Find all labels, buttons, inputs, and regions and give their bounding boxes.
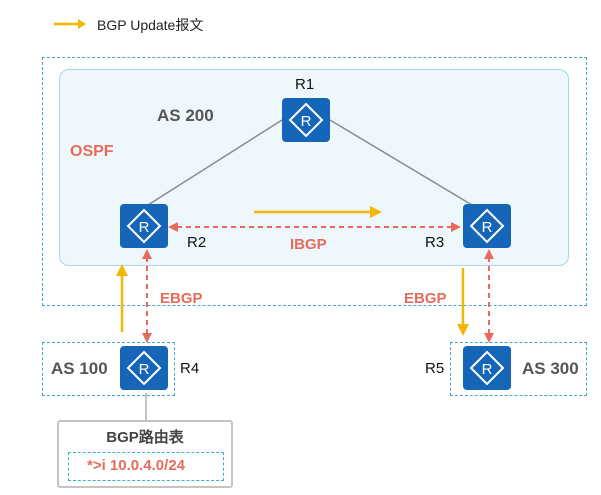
router-icon: R (469, 208, 505, 244)
bgp-route-entry: *>i 10.0.4.0/24 (68, 452, 224, 481)
router-r2-label: R2 (187, 234, 207, 251)
bgp-routing-table: BGP路由表 *>i 10.0.4.0/24 (57, 420, 233, 488)
ebgp-left-arrowhead-bottom (142, 333, 152, 343)
ibgp-label: IBGP (290, 236, 327, 253)
legend-label: BGP Update报文 (97, 17, 204, 33)
svg-text:R: R (301, 113, 312, 130)
ebgp-left-arrowhead-top (142, 249, 152, 259)
ebgp-left-label: EBGP (160, 290, 203, 307)
ebgp-right-label: EBGP (404, 290, 447, 307)
ospf-label: OSPF (70, 143, 114, 160)
router-r1[interactable]: R (282, 98, 330, 142)
legend-arrow-icon (54, 19, 86, 29)
link-r1-r2 (147, 119, 283, 206)
as100-boundary (42, 342, 175, 396)
ibgp-arrowhead-left (168, 222, 178, 232)
link-r1-r3 (329, 119, 473, 206)
router-icon: R (126, 208, 162, 244)
svg-text:R: R (139, 361, 150, 378)
router-r3[interactable]: R (463, 204, 511, 248)
router-r4[interactable]: R (120, 346, 168, 390)
router-icon: R (288, 102, 324, 138)
bgp-table-title: BGP路由表 (106, 429, 184, 446)
router-icon: R (469, 350, 505, 386)
svg-text:R: R (482, 219, 493, 236)
router-r4-label: R4 (180, 360, 200, 377)
svg-text:R: R (139, 219, 150, 236)
as200-boundary (42, 57, 587, 306)
router-r5-label: R5 (425, 360, 445, 377)
ebgp-right-arrowhead-bottom (484, 333, 494, 343)
as200-label: AS 200 (157, 106, 214, 125)
ebgp-right-arrowhead-top (484, 249, 494, 259)
router-r2[interactable]: R (120, 204, 168, 248)
as300-label: AS 300 (522, 359, 579, 378)
as100-label: AS 100 (51, 359, 108, 378)
router-icon: R (126, 350, 162, 386)
router-r5[interactable]: R (463, 346, 511, 390)
svg-text:R: R (482, 361, 493, 378)
router-r3-label: R3 (425, 234, 445, 251)
as300-boundary (450, 342, 587, 396)
ibgp-arrowhead-right (451, 222, 461, 232)
router-r1-label: R1 (295, 76, 315, 93)
